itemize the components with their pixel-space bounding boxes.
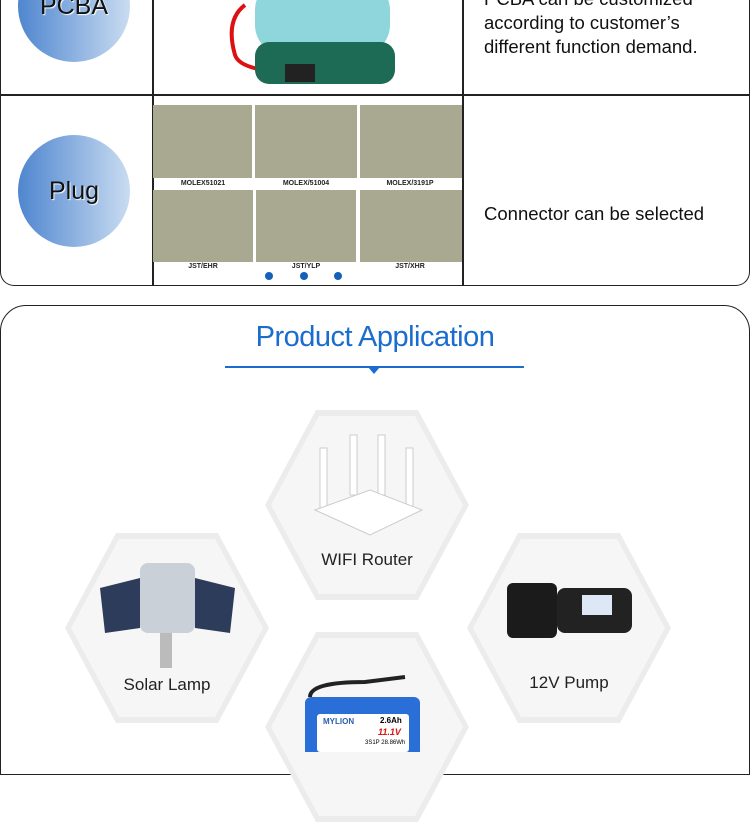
connector-label: MOLEX51021 [180,180,226,187]
battery-config: 3S1P 28.86Wh [365,740,406,746]
row-label: Plug [48,176,100,205]
app-card-wifi-router: WIFI Router [265,410,469,600]
connector-gallery: MOLEX51021 MOLEX/51004 MOLEX/3191P JST/E… [153,105,462,285]
carousel-dot[interactable] [300,272,308,280]
app-label: 12V Pump [529,673,609,692]
pcba-image [225,0,395,88]
carousel-dot[interactable] [265,272,273,280]
plug-label-circle: Plug [18,135,130,247]
row-divider [0,94,750,96]
app-card-12v-pump: 12V Pump [467,533,671,723]
desc-line: different function demand. [484,36,698,57]
connector-label: MOLEX/3191P [386,180,434,187]
connector-label: MOLEX/51004 [282,180,330,187]
battery-brand: MYLION [323,717,355,726]
connector-label: JST/EHR [188,263,218,270]
underline-arrow [368,367,380,374]
battery-voltage: 11.1V [378,727,401,737]
row-label: PCBA [39,0,109,20]
connector-photo [153,105,252,178]
desc-line: PCBA can be customized [484,0,698,11]
pcba-description: PCBA can be customized according to cust… [484,0,698,59]
plug-description: Connector can be selected [484,203,705,224]
connector-photo [360,105,462,178]
section-title: Product Application [255,321,495,353]
battery-capacity: 2.6Ah [380,716,402,725]
connector-photo [255,105,357,178]
desc-line: according to customer’s [484,12,680,33]
app-card-solar-lamp: Solar Lamp [65,533,269,723]
connector-photo [360,190,462,262]
connector-label: JST/YLP [291,263,321,270]
connector-photo [153,190,253,262]
app-label: Solar Lamp [123,675,211,694]
column-divider [462,0,464,286]
carousel-dot[interactable] [334,272,342,280]
connector-photo [256,190,356,262]
app-label: WIFI Router [321,550,413,569]
column-divider [152,0,154,286]
connector-label: JST/XHR [395,263,425,270]
